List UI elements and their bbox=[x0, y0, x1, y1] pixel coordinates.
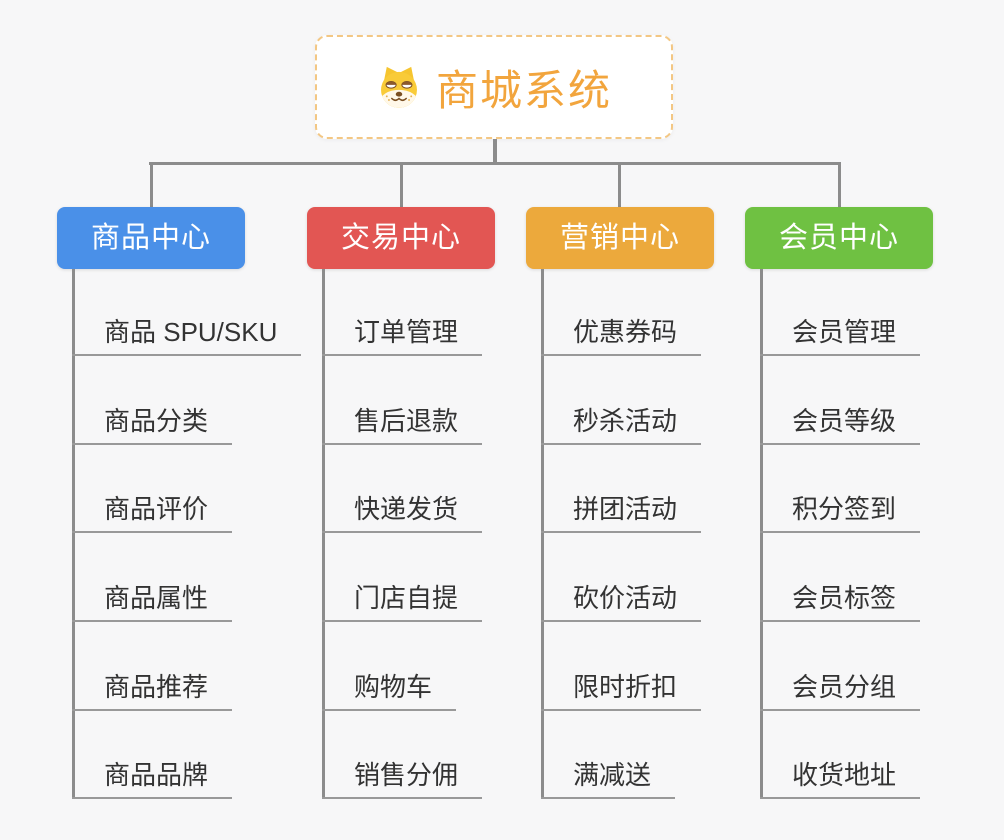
branch-header-marketing[interactable]: 营销中心 bbox=[526, 207, 714, 269]
leaf-node-product-category[interactable]: 商品分类 bbox=[72, 406, 233, 445]
connector-trunk-marketing bbox=[541, 269, 544, 799]
connector-root-stub bbox=[493, 139, 497, 165]
root-title: 商城系统 bbox=[435, 66, 612, 114]
connector-drop-product bbox=[150, 164, 153, 207]
connector-horizontal bbox=[149, 162, 841, 165]
leaf-node-aftersale-refund[interactable]: 售后退款 bbox=[322, 406, 483, 445]
leaf-node-bargain-activity[interactable]: 砍价活动 bbox=[541, 583, 702, 622]
leaf-node-flash-sale[interactable]: 秒杀活动 bbox=[541, 406, 702, 445]
leaf-node-product-review[interactable]: 商品评价 bbox=[72, 494, 233, 533]
leaf-node-member-tag[interactable]: 会员标签 bbox=[760, 583, 921, 622]
branch-header-product[interactable]: 商品中心 bbox=[57, 207, 245, 269]
leaf-node-coupon-code[interactable]: 优惠券码 bbox=[541, 317, 702, 356]
leaf-node-member-group[interactable]: 会员分组 bbox=[760, 672, 921, 711]
leaf-node-group-buy[interactable]: 拼团活动 bbox=[541, 494, 702, 533]
leaf-node-shopping-cart[interactable]: 购物车 bbox=[322, 672, 457, 711]
branch-column-member: 会员中心 会员管理 会员等级 积分签到 会员标签 会员分组 收货地址 bbox=[745, 207, 1004, 807]
branch-header-trade[interactable]: 交易中心 bbox=[307, 207, 495, 269]
leaf-node-full-reduction[interactable]: 满减送 bbox=[541, 760, 676, 799]
leaf-node-order-management[interactable]: 订单管理 bbox=[322, 317, 483, 356]
leaf-node-shipping-address[interactable]: 收货地址 bbox=[760, 760, 921, 799]
branch-column-trade: 交易中心 订单管理 售后退款 快递发货 门店自提 购物车 销售分佣 bbox=[307, 207, 567, 807]
branch-column-product: 商品中心 商品 SPU/SKU 商品分类 商品评价 商品属性 商品推荐 商品品牌 bbox=[57, 207, 317, 807]
leaf-node-sales-commission[interactable]: 销售分佣 bbox=[322, 760, 483, 799]
connector-drop-marketing bbox=[618, 164, 621, 207]
leaf-node-limited-time-discount[interactable]: 限时折扣 bbox=[541, 672, 702, 711]
connector-drop-trade bbox=[400, 164, 403, 207]
leaf-node-store-pickup[interactable]: 门店自提 bbox=[322, 583, 483, 622]
leaf-node-product-brand[interactable]: 商品品牌 bbox=[72, 760, 233, 799]
leaf-node-member-level[interactable]: 会员等级 bbox=[760, 406, 921, 445]
leaf-node-product-spu-sku[interactable]: 商品 SPU/SKU bbox=[72, 317, 302, 356]
leaf-node-points-checkin[interactable]: 积分签到 bbox=[760, 494, 921, 533]
leaf-node-express-delivery[interactable]: 快递发货 bbox=[322, 494, 483, 533]
root-node[interactable]: 商城系统 bbox=[315, 35, 673, 139]
leaf-node-product-recommend[interactable]: 商品推荐 bbox=[72, 672, 233, 711]
connector-trunk-member bbox=[760, 269, 763, 799]
dog-face-icon bbox=[381, 66, 417, 108]
connector-trunk-product bbox=[72, 269, 75, 799]
leaf-node-product-attribute[interactable]: 商品属性 bbox=[72, 583, 233, 622]
connector-trunk-trade bbox=[322, 269, 325, 799]
branch-header-member[interactable]: 会员中心 bbox=[745, 207, 933, 269]
branch-column-marketing: 营销中心 优惠券码 秒杀活动 拼团活动 砍价活动 限时折扣 满减送 bbox=[526, 207, 786, 807]
leaf-node-member-management[interactable]: 会员管理 bbox=[760, 317, 921, 356]
connector-drop-member bbox=[838, 164, 841, 207]
